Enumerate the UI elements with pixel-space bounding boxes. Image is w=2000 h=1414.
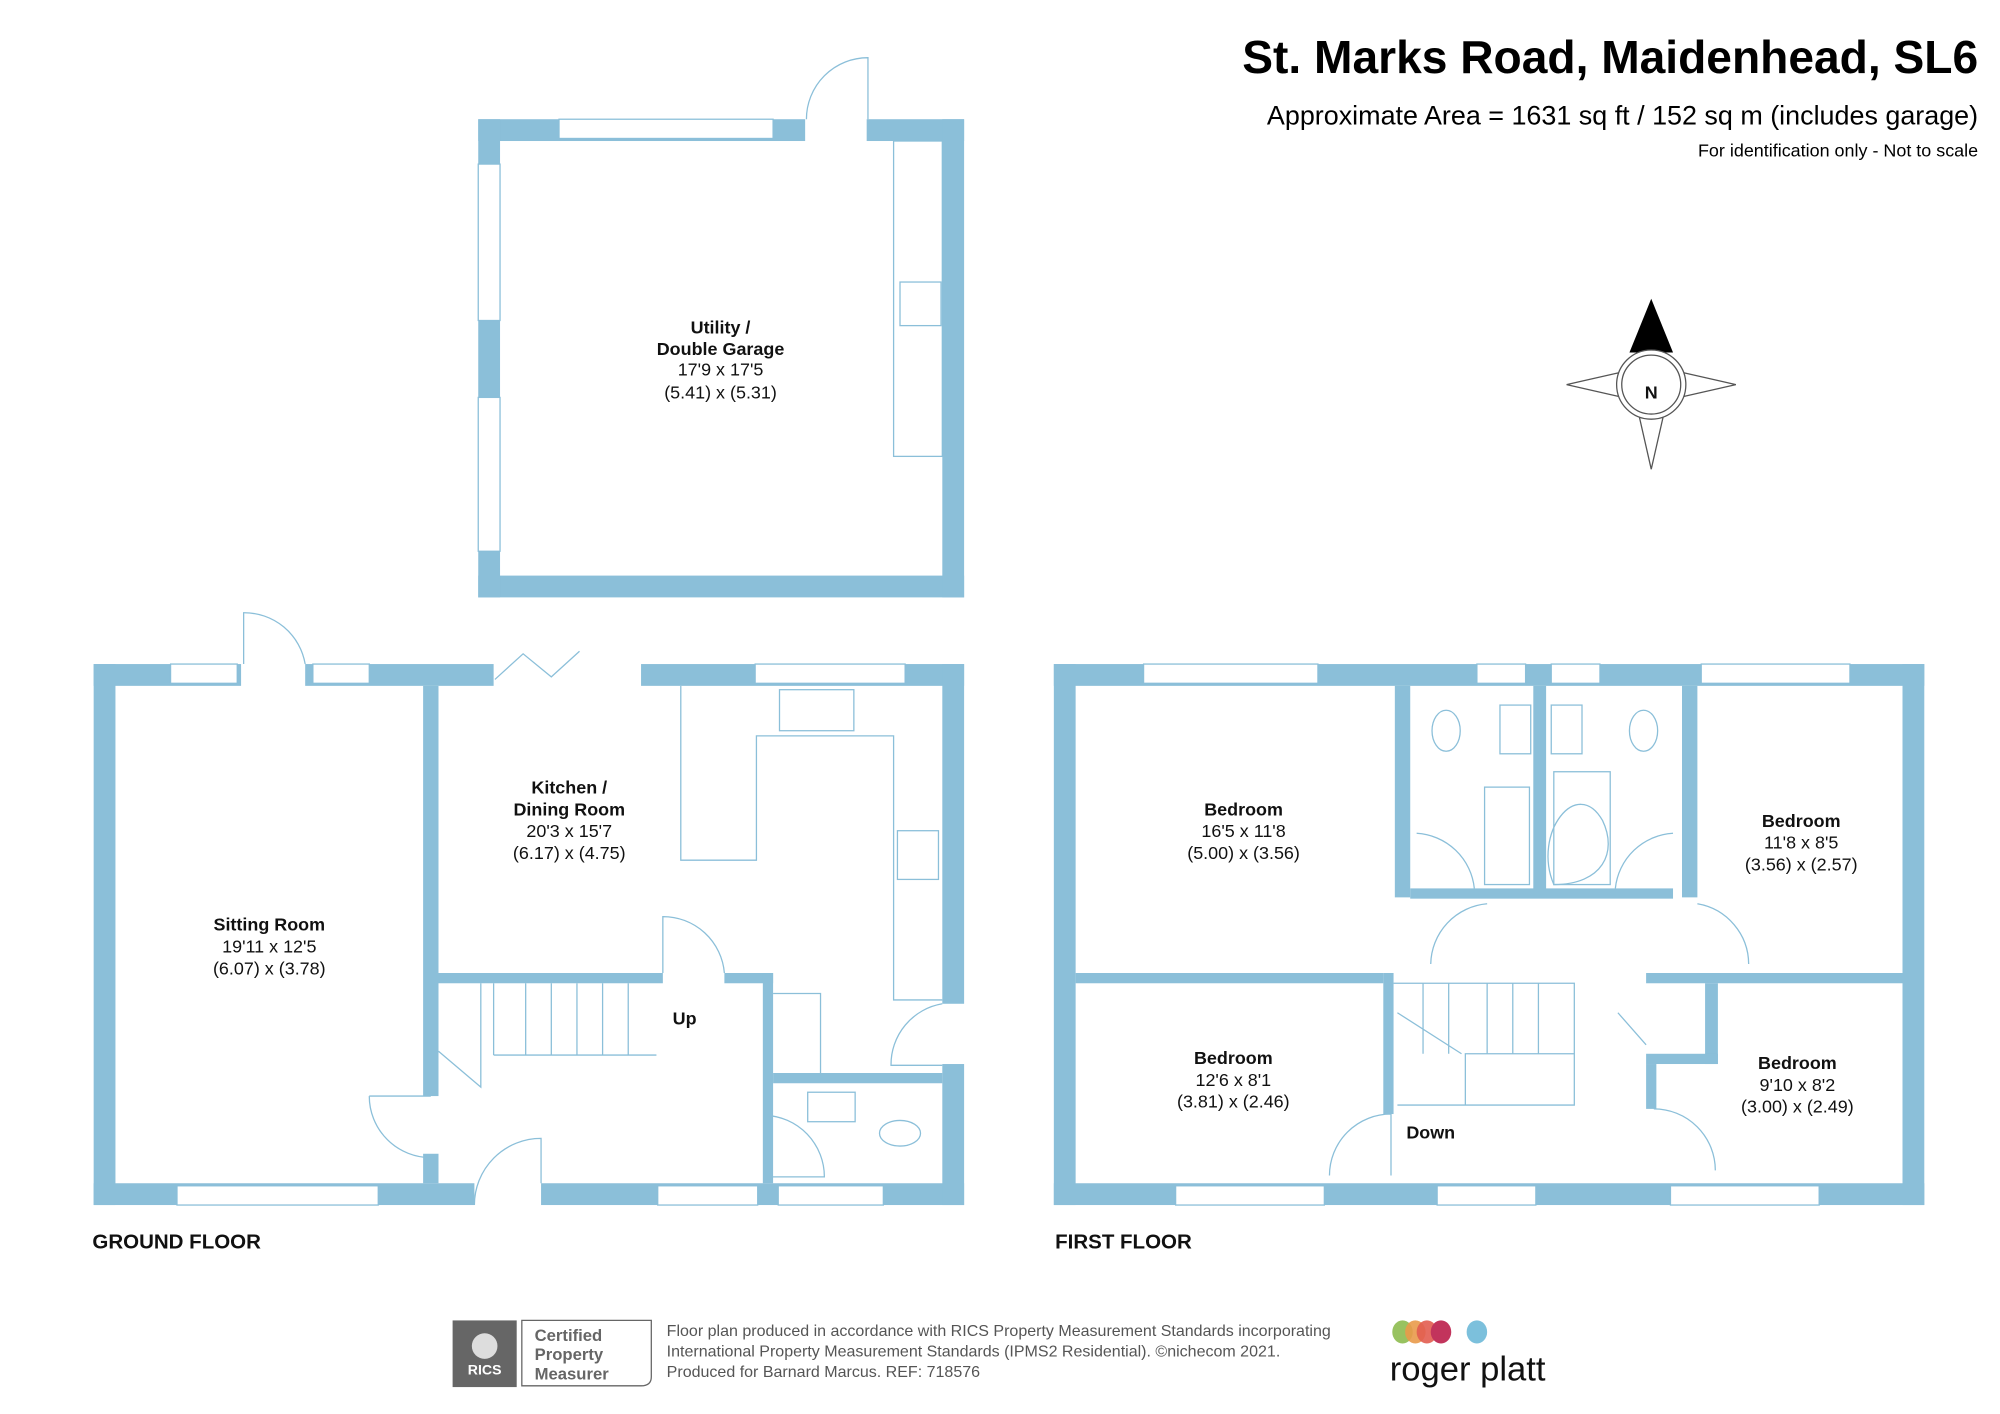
svg-text:(5.41) x (5.31): (5.41) x (5.31)	[664, 383, 777, 403]
svg-text:Bedroom: Bedroom	[1204, 799, 1283, 819]
svg-text:Certified: Certified	[535, 1326, 603, 1345]
svg-text:roger platt: roger platt	[1390, 1351, 1546, 1389]
footer-line-3: Produced for Barnard Marcus. REF: 718576	[667, 1363, 980, 1381]
svg-text:Measurer: Measurer	[535, 1364, 610, 1383]
svg-text:Utility /: Utility /	[691, 317, 751, 337]
svg-text:Double Garage: Double Garage	[657, 339, 785, 359]
svg-text:Sitting Room: Sitting Room	[213, 915, 325, 935]
svg-text:RICS: RICS	[468, 1361, 502, 1377]
svg-text:11'8 x 8'5: 11'8 x 8'5	[1764, 833, 1838, 853]
svg-text:16'5 x 11'8: 16'5 x 11'8	[1201, 821, 1285, 841]
svg-text:(3.81) x (2.46): (3.81) x (2.46)	[1177, 1092, 1290, 1112]
svg-text:N: N	[1645, 383, 1658, 403]
svg-text:19'11 x 12'5: 19'11 x 12'5	[222, 936, 316, 956]
stairs-down-label: Down	[1406, 1122, 1455, 1142]
approximate-area: Approximate Area = 1631 sq ft / 152 sq m…	[1267, 100, 1978, 130]
disclaimer: For identification only - Not to scale	[1698, 140, 1978, 160]
garage-plan: Utility / Double Garage 17'9 x 17'5 (5.4…	[477, 57, 965, 598]
svg-text:Bedroom: Bedroom	[1758, 1053, 1837, 1073]
ground-floor-plan: Sitting Room 19'11 x 12'5 (6.07) x (3.78…	[93, 612, 965, 1206]
svg-text:(6.07) x (3.78): (6.07) x (3.78)	[213, 958, 326, 978]
svg-text:Property: Property	[535, 1345, 604, 1364]
svg-text:Kitchen /: Kitchen /	[531, 778, 607, 798]
compass-icon: N	[1566, 298, 1736, 470]
svg-text:Bedroom: Bedroom	[1762, 811, 1841, 831]
svg-text:(3.56) x (2.57): (3.56) x (2.57)	[1745, 854, 1858, 874]
svg-text:12'6 x 8'1: 12'6 x 8'1	[1195, 1070, 1271, 1090]
footer-line-2: International Property Measurement Stand…	[667, 1342, 1281, 1360]
footer-line-1: Floor plan produced in accordance with R…	[667, 1322, 1331, 1340]
rics-badge: RICS Certified Property Measurer	[452, 1319, 652, 1388]
svg-text:9'10 x 8'2: 9'10 x 8'2	[1760, 1075, 1836, 1095]
svg-text:(6.17) x (4.75): (6.17) x (4.75)	[513, 843, 626, 863]
property-title: St. Marks Road, Maidenhead, SL6	[1242, 31, 1978, 83]
svg-text:Bedroom: Bedroom	[1194, 1048, 1273, 1068]
stairs-up-label: Up	[673, 1008, 697, 1028]
svg-text:17'9 x 17'5: 17'9 x 17'5	[678, 360, 764, 380]
svg-text:(3.00) x (2.49): (3.00) x (2.49)	[1741, 1097, 1854, 1117]
first-floor-plan: Bedroom 16'5 x 11'8 (5.00) x (3.56) Bedr…	[1053, 663, 1925, 1206]
svg-text:20'3 x 15'7: 20'3 x 15'7	[526, 821, 612, 841]
roger-platt-logo: roger platt	[1390, 1320, 1546, 1389]
ground-floor-label: GROUND FLOOR	[92, 1231, 261, 1254]
svg-text:(5.00) x (3.56): (5.00) x (3.56)	[1187, 843, 1300, 863]
first-floor-label: FIRST FLOOR	[1055, 1231, 1192, 1254]
svg-text:Dining Room: Dining Room	[513, 799, 625, 819]
